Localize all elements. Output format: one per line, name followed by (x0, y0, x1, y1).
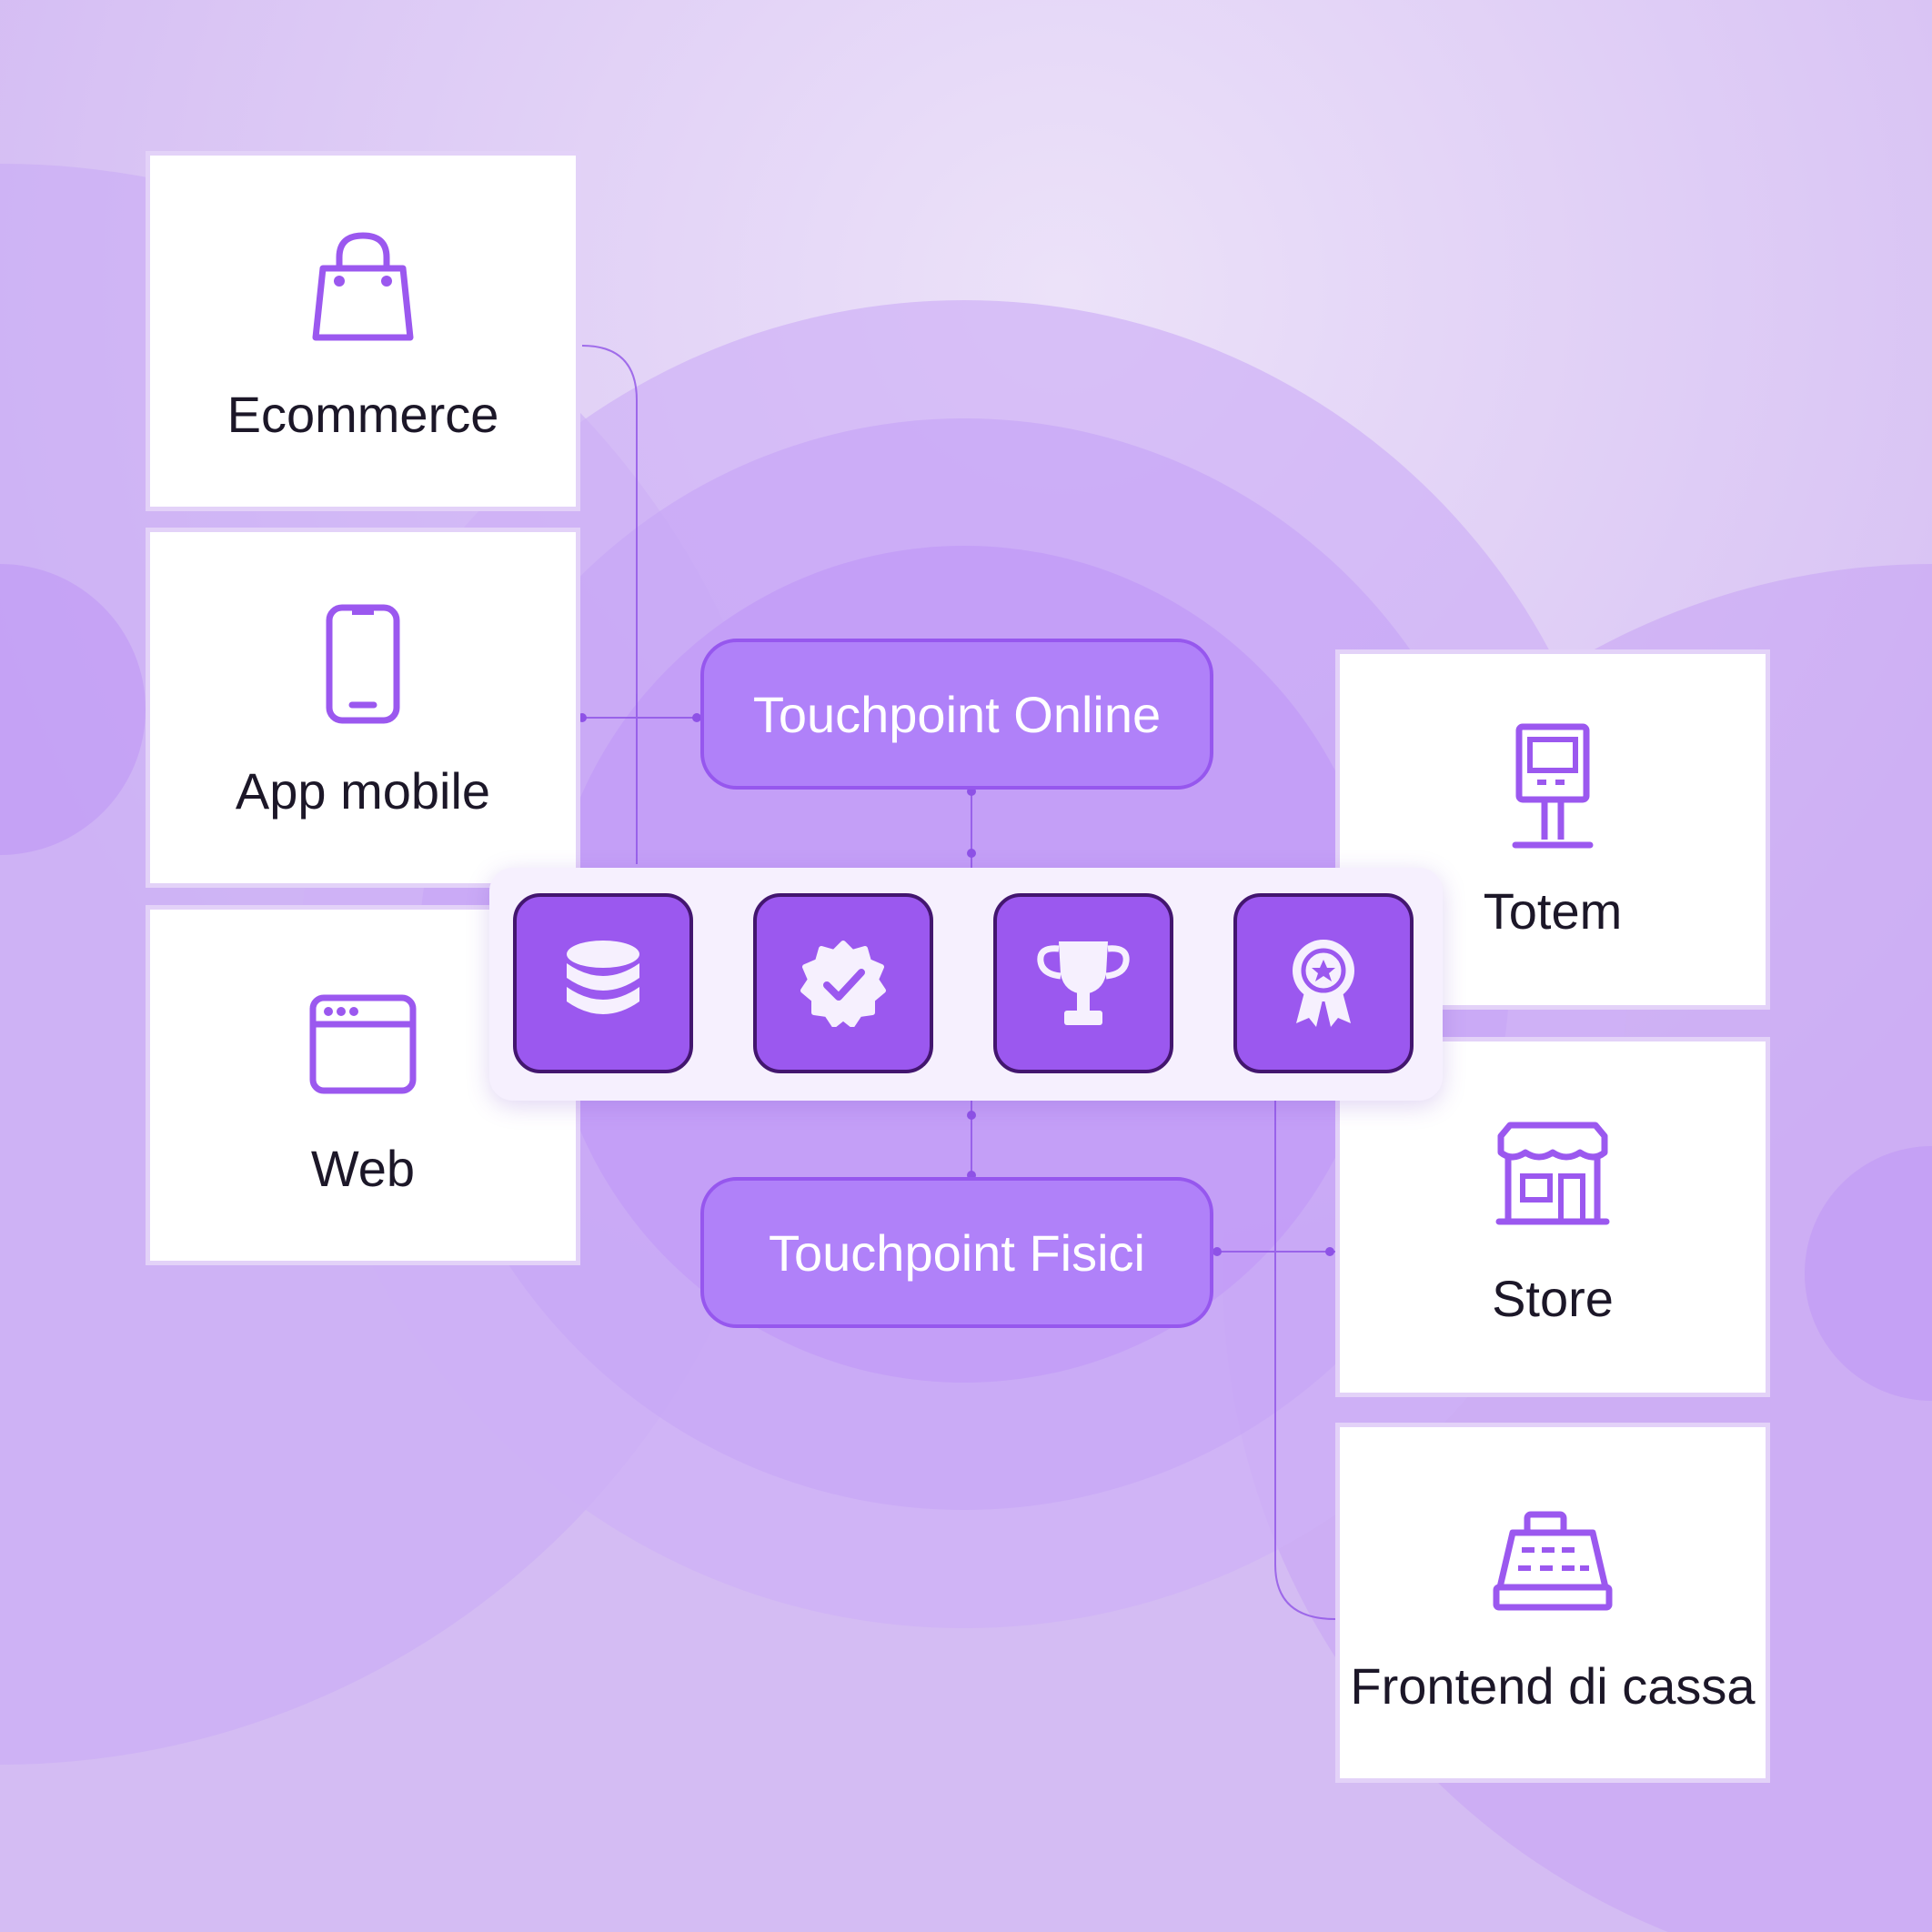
storefront-icon (1495, 1122, 1610, 1225)
award-ribbon-icon (1293, 940, 1354, 1027)
touchpoint-physical-hub[interactable]: Touchpoint Fisici (700, 1177, 1213, 1328)
card-label: Totem (1483, 882, 1623, 940)
card-label: Store (1492, 1270, 1614, 1327)
smartphone-icon (326, 604, 400, 724)
shopping-bag-icon (312, 232, 414, 341)
verified-badge-icon (800, 941, 886, 1027)
cash-register-icon (1493, 1511, 1613, 1611)
feature-tile-award[interactable] (1233, 893, 1414, 1073)
feature-tile-trophy[interactable] (993, 893, 1173, 1073)
card-label: Web (310, 1140, 416, 1197)
feature-tile-verified[interactable] (753, 893, 933, 1073)
card-label: Frontend di cassa (1350, 1657, 1756, 1715)
card-label: Ecommerce (226, 386, 499, 443)
touchpoint-online-hub[interactable]: Touchpoint Online (700, 639, 1213, 790)
card-app-mobile[interactable]: App mobile (146, 528, 580, 888)
kiosk-totem-icon (1512, 723, 1594, 849)
card-frontend-cassa[interactable]: Frontend di cassa (1335, 1423, 1770, 1783)
database-coins-icon (567, 941, 639, 1014)
trophy-icon (1037, 941, 1130, 1025)
card-ecommerce[interactable]: Ecommerce (146, 151, 580, 511)
feature-tile-points[interactable] (513, 893, 693, 1073)
card-label: App mobile (235, 762, 491, 820)
core-features-panel (489, 868, 1443, 1101)
browser-window-icon (309, 994, 417, 1094)
